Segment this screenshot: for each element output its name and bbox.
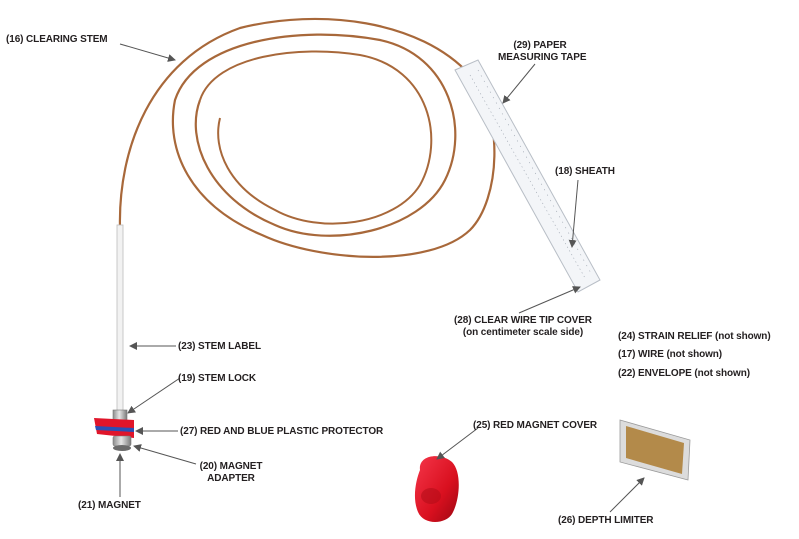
label-strain-relief: (24) STRAIN RELIEF (not shown) [618, 331, 771, 342]
paper-measuring-tape [454, 59, 601, 293]
label-clear-wire-tip-cover-line2: (on centimeter scale side) [462, 327, 584, 338]
label-magnet-adapter-line1: (20) MAGNET [199, 461, 263, 472]
label-paper-measuring-tape-line2: MEASURING TAPE [498, 52, 587, 63]
leader-arrows [116, 43, 645, 513]
label-wire: (17) WIRE (not shown) [618, 349, 722, 360]
label-stem-lock: (19) STEM LOCK [178, 373, 257, 384]
label-magnet-adapter: (20) MAGNET ADAPTER [196, 461, 266, 485]
label-paper-measuring-tape: (29) PAPER MEASURING TAPE [498, 40, 587, 64]
label-paper-measuring-tape-line1: (29) PAPER [513, 40, 567, 51]
label-sheath: (18) SHEATH [555, 166, 615, 177]
label-clear-wire-tip-cover: (28) CLEAR WIRE TIP COVER (on centimeter… [453, 315, 593, 339]
label-clear-wire-tip-cover-line1: (28) CLEAR WIRE TIP COVER [454, 315, 592, 326]
label-envelope: (22) ENVELOPE (not shown) [618, 368, 750, 379]
red-magnet-cover [414, 456, 459, 522]
label-red-magnet-cover: (25) RED MAGNET COVER [473, 420, 598, 431]
label-magnet: (21) MAGNET [78, 500, 141, 511]
label-magnet-adapter-line2: ADAPTER [207, 473, 255, 484]
stem [116, 224, 124, 416]
label-red-blue-plastic-protector: (27) RED AND BLUE PLASTIC PROTECTOR [180, 426, 384, 437]
label-depth-limiter: (26) DEPTH LIMITER [558, 515, 654, 526]
depth-limiter [619, 419, 691, 481]
label-stem-label: (23) STEM LABEL [178, 341, 261, 352]
label-clearing-stem: (16) CLEARING STEM [6, 34, 108, 45]
magnet-assembly [94, 409, 134, 451]
